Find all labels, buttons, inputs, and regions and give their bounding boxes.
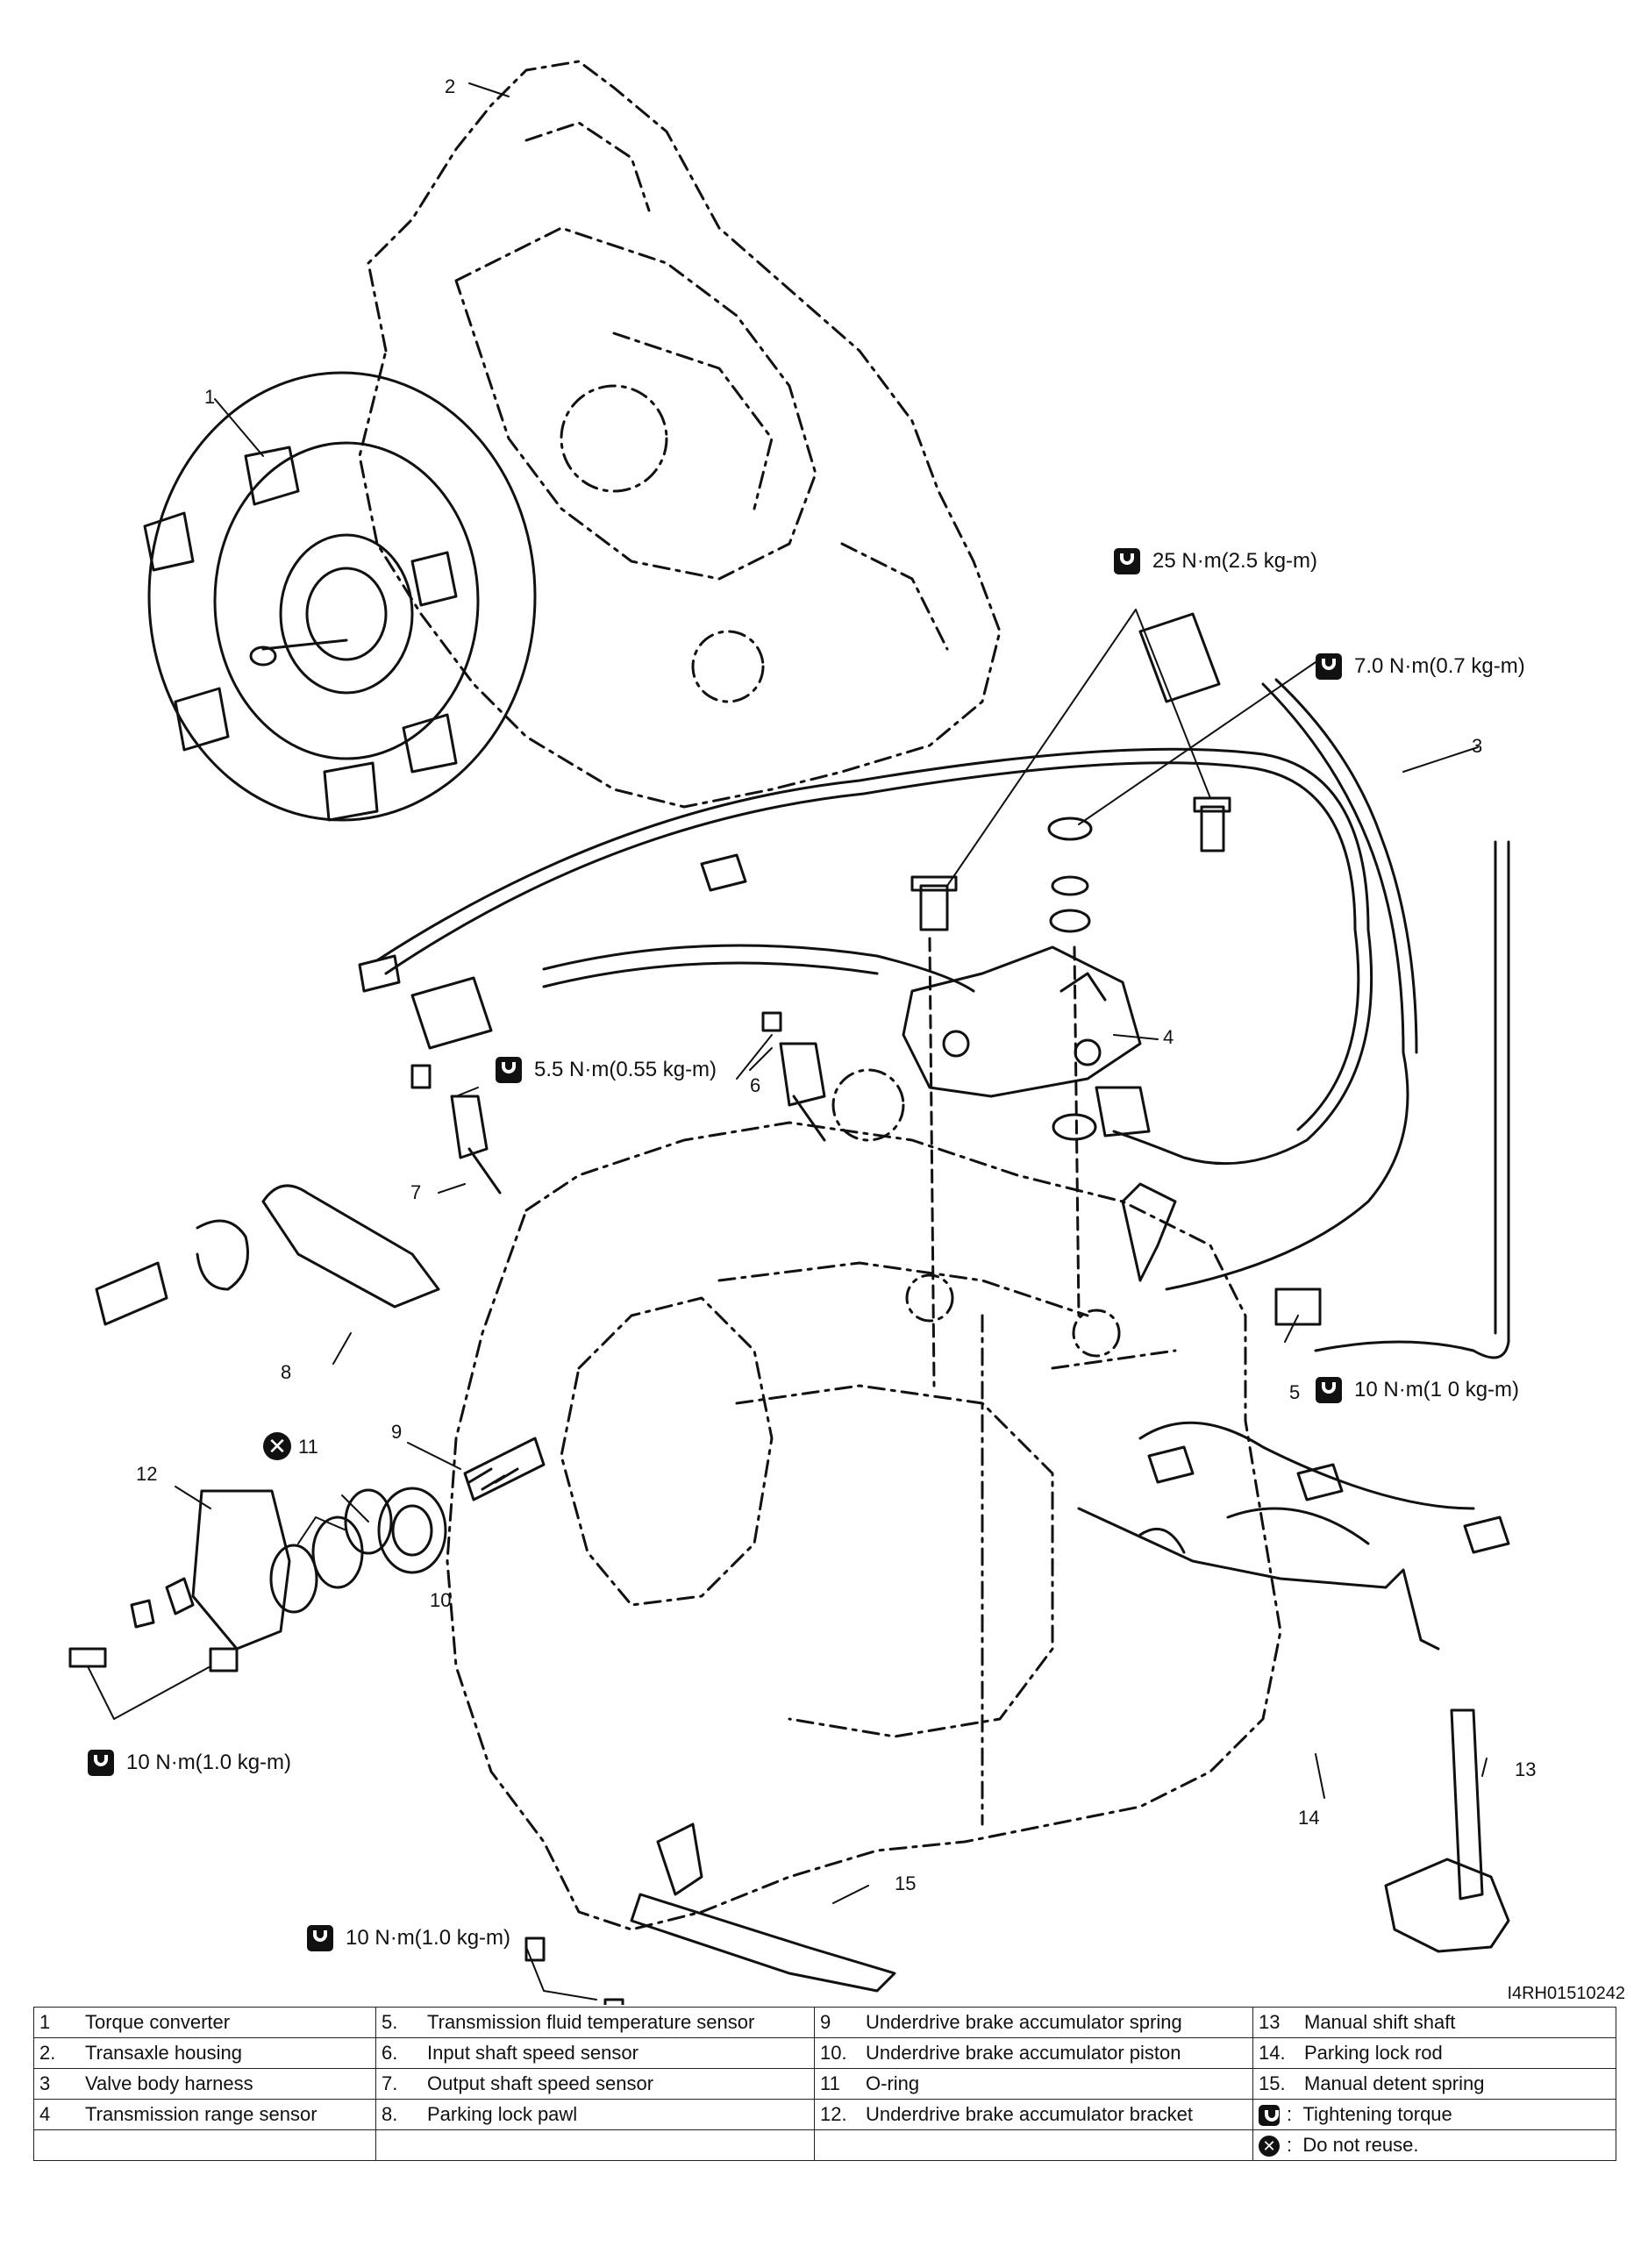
legend-cell: 7.Output shaft speed sensor: [375, 2068, 815, 2100]
torque-10nm-sensor: 10 N·m(1 0 kg-m): [1316, 1377, 1519, 1403]
legend-cell: 5.Transmission fluid temperature sensor: [375, 2007, 815, 2038]
tightening-torque-icon: [1316, 1377, 1342, 1403]
legend-cell: 2.Transaxle housing: [33, 2037, 376, 2069]
legend-cell: [33, 2129, 376, 2161]
legend-cell: [814, 2129, 1253, 2161]
transmission-case: [446, 1068, 1282, 1931]
legend-cell: 8.Parking lock pawl: [375, 2099, 815, 2130]
callout-11: 11: [298, 1436, 318, 1458]
callout-8: 8: [281, 1361, 292, 1383]
manual-shift-shaft: [1077, 1507, 1510, 1953]
do-not-reuse-icon: ✕: [1259, 2136, 1280, 2157]
fluid-temp-sensor-part: [1121, 1182, 1322, 1326]
tightening-torque-icon: [1259, 2105, 1280, 2127]
transaxle-housing: [358, 60, 1002, 809]
torque-10nm-spring: 10 N·m(1.0 kg-m): [307, 1925, 510, 1951]
callout-14: 14: [1298, 1807, 1320, 1829]
legend-cell: : Tightening torque: [1252, 2099, 1616, 2130]
tightening-torque-icon: [307, 1925, 333, 1951]
exploded-diagram: [68, 60, 1510, 2005]
tightening-torque-icon: [88, 1750, 114, 1776]
legend-cell: 10.Underdrive brake accumulator piston: [814, 2037, 1253, 2069]
torque-converter: [143, 371, 537, 822]
callout-2: 2: [445, 75, 456, 97]
valve-body-harness: [358, 612, 1510, 1554]
tightening-torque-icon: [496, 1057, 522, 1083]
legend-cell: 14.Parking lock rod: [1252, 2037, 1616, 2069]
callout-15: 15: [895, 1872, 917, 1894]
legend-row: 2.Transaxle housing 6.Input shaft speed …: [33, 2037, 1616, 2069]
legend-cell: 12.Underdrive brake accumulator bracket: [814, 2099, 1253, 2130]
callout-4: 4: [1163, 1026, 1174, 1048]
legend-cell: ✕: Do not reuse.: [1252, 2129, 1616, 2161]
callout-1: 1: [204, 386, 216, 408]
tightening-torque-icon: [1316, 653, 1342, 680]
torque-5-5nm: 5.5 N·m(0.55 kg-m): [496, 1057, 717, 1083]
do-not-reuse-icon: ✕: [263, 1432, 291, 1460]
callout-7: 7: [410, 1181, 422, 1203]
callout-3: 3: [1472, 735, 1483, 757]
legend-cell: [375, 2129, 815, 2161]
callout-12: 12: [136, 1463, 158, 1485]
legend-row: ✕: Do not reuse.: [33, 2129, 1616, 2161]
torque-10nm-bracket: 10 N·m(1.0 kg-m): [88, 1750, 291, 1776]
transmission-range-sensor: [902, 796, 1231, 1387]
callout-10: 10: [430, 1589, 452, 1611]
legend-cell: 15.Manual detent spring: [1252, 2068, 1616, 2100]
leader-lines: [87, 82, 1487, 2001]
parking-lock-pawl: [95, 1184, 440, 1326]
callout-13: 13: [1515, 1758, 1537, 1780]
accumulator-assembly: [68, 1437, 546, 1672]
callout-6: 6: [750, 1074, 761, 1096]
manual-detent-spring: [524, 1822, 896, 2005]
torque-25nm: 25 N·m(2.5 kg-m): [1114, 548, 1317, 574]
legend-cell: 6.Input shaft speed sensor: [375, 2037, 815, 2069]
figure-code: I4RH01510242: [1507, 1984, 1625, 2003]
callout-5: 5: [1289, 1381, 1301, 1403]
callout-9: 9: [391, 1421, 403, 1443]
tightening-torque-icon: [1114, 548, 1140, 574]
torque-7nm: 7.0 N·m(0.7 kg-m): [1316, 653, 1525, 680]
speed-sensors: [410, 1011, 826, 1195]
